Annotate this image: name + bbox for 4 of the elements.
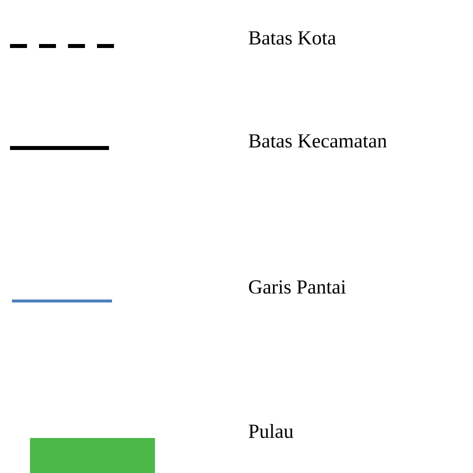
legend-label: Batas Kecamatan (248, 134, 387, 148)
legend-label: Pulau (248, 424, 294, 438)
legend-label: Batas Kota (248, 31, 336, 45)
legend-label: Garis Pantai (249, 280, 346, 294)
